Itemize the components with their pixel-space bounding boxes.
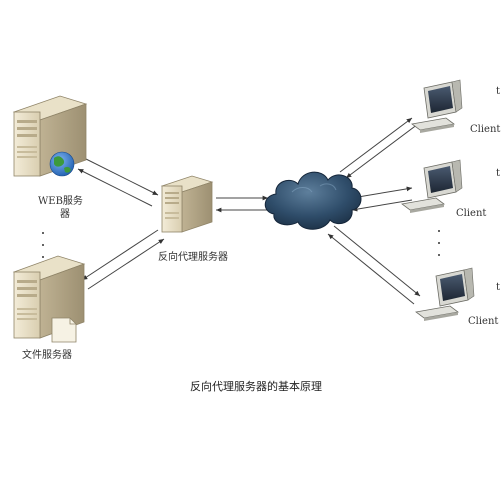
web-server-label: WEB服务 [38,196,83,207]
ellipsis-dot [438,242,440,244]
client-label: Client [468,316,499,327]
file-server-icon [12,255,86,343]
file-server-label: 文件服务器 [22,350,72,361]
client-label: Client [456,208,487,219]
edge-mark: t [496,282,501,293]
client-computer-icon [415,267,475,321]
diagram-caption: 反向代理服务器的基本原理 [190,380,322,393]
client-computer-icon [401,159,463,213]
proxy-server-icon [160,175,214,233]
arrow-proxy-to-file-b [87,238,165,290]
arrow-cloud-client2-a [351,186,413,199]
connection-arrows [77,117,421,305]
arrow-cloud-client3-b [327,233,415,305]
arrow-web-to-proxy-b [77,168,153,207]
arrow-proxy-to-file-a [81,229,159,281]
arrow-cloud-client2-b [351,199,413,212]
arrow-cloud-client3-a [333,225,421,297]
ellipsis-dot [438,254,440,256]
internet-cloud-icon [264,171,362,230]
client-computer-icon [411,79,463,133]
ellipsis-dot [42,244,44,246]
proxy-server-label: 反向代理服务器 [158,252,228,263]
arrow-cloud-client1-b [345,123,419,179]
arrow-web-to-proxy-a [83,157,159,196]
arrow-cloud-client1-a [339,117,413,173]
ellipsis-dot [42,256,44,258]
edge-mark: t [496,168,501,179]
web-server-icon [12,95,88,177]
client-label: Client [470,124,501,135]
ellipsis-dot [438,230,440,232]
web-server-label-line2: 器 [60,209,70,220]
edge-mark: t [496,86,501,97]
ellipsis-dot [42,232,44,234]
